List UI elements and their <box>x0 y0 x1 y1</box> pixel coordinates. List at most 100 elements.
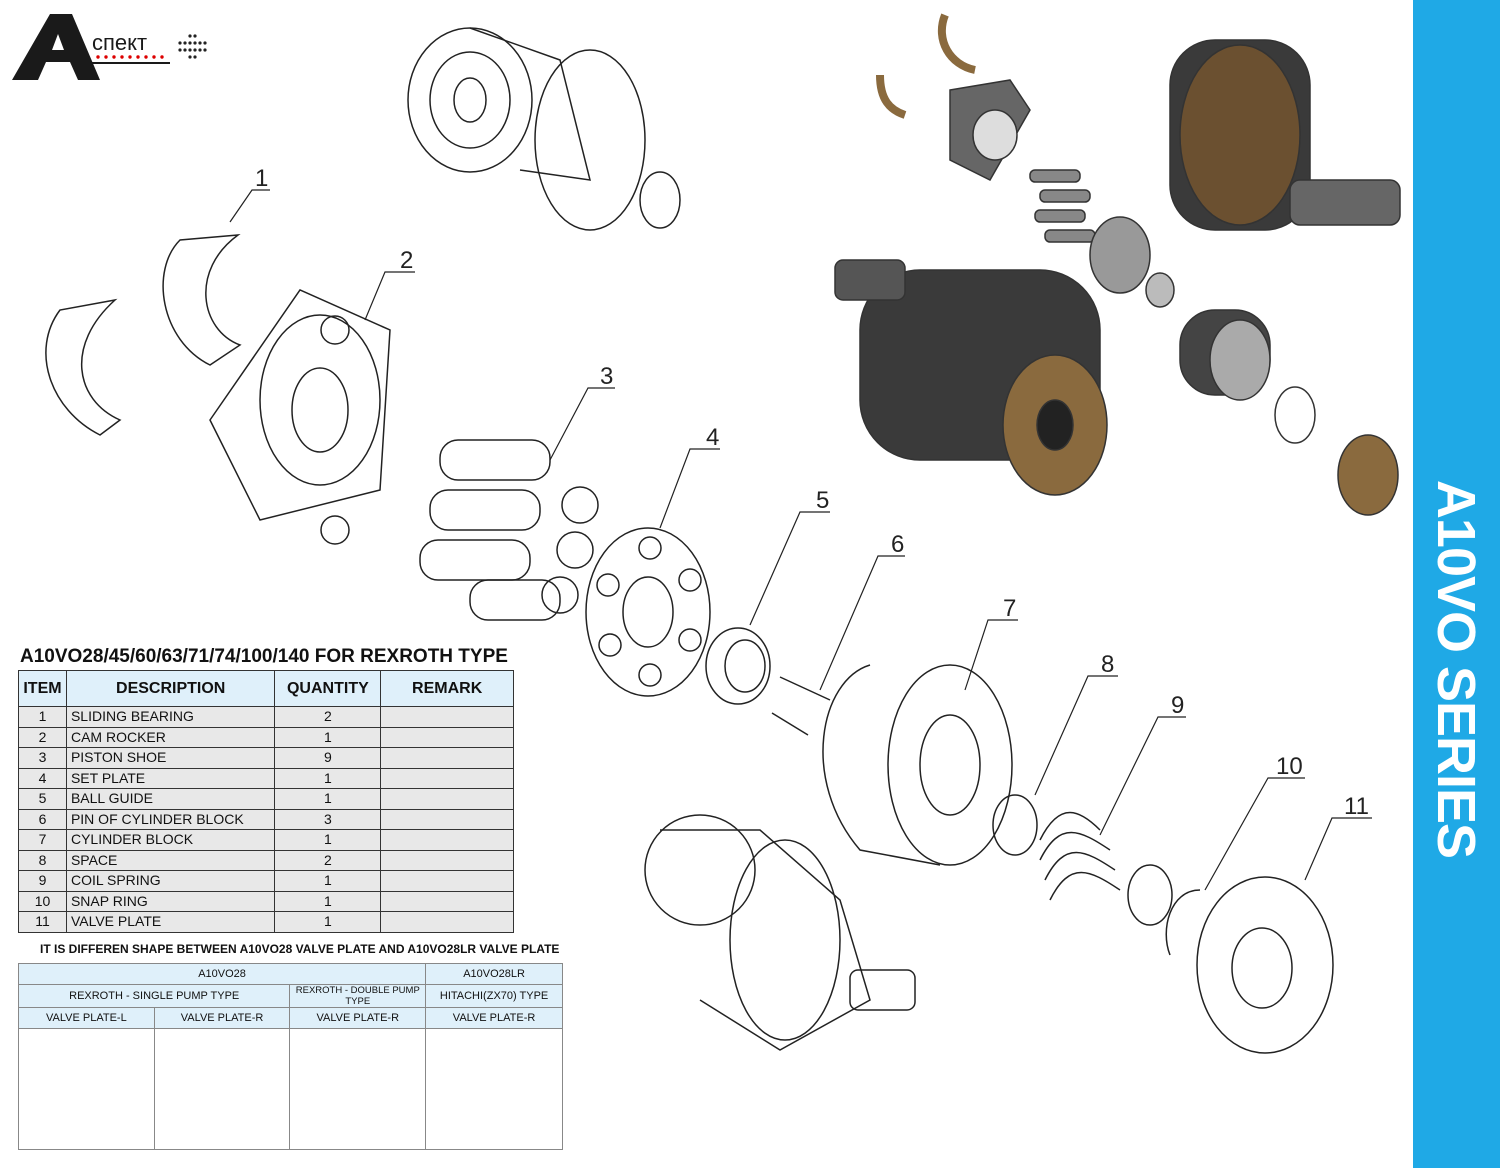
cell-description: SPACE <box>65 849 276 871</box>
series-title: A10VO SERIES <box>1413 0 1500 1168</box>
sliding-bearing-drawing <box>45 234 242 436</box>
cell-remark <box>380 849 514 871</box>
leader-lines <box>229 189 1372 891</box>
callout-11: 11 <box>1344 793 1369 820</box>
plate-label: VALVE PLATE-R <box>289 1007 427 1029</box>
pump-assembly-bottom-drawing <box>644 814 916 1051</box>
callout-1: 1 <box>255 165 269 192</box>
plate-label: VALVE PLATE-R <box>425 1007 563 1029</box>
cell-quantity: 3 <box>274 808 382 830</box>
cell-quantity: 9 <box>274 747 382 769</box>
cell-description: CYLINDER BLOCK <box>65 829 276 851</box>
plate-label: VALVE PLATE-R <box>153 1007 291 1029</box>
callout-10: 10 <box>1276 753 1303 780</box>
cell-remark <box>380 829 514 851</box>
header-item: ITEM <box>18 670 67 707</box>
plate-label: VALVE PLATE-L <box>18 1007 155 1029</box>
cell-item: 11 <box>18 911 67 933</box>
cell-remark <box>380 808 514 830</box>
callout-2: 2 <box>400 247 414 274</box>
cell-quantity: 1 <box>274 829 382 851</box>
pump-assembly-top-drawing <box>407 27 681 231</box>
cell-description: SNAP RING <box>65 890 276 912</box>
series-sidebar <box>1413 0 1500 1168</box>
cylinder-block-drawing <box>822 664 1013 866</box>
set-plate-drawing <box>585 527 711 697</box>
cell-remark <box>380 767 514 789</box>
cell-item: 7 <box>18 829 67 851</box>
parts-table-title: A10VO28/45/60/63/71/74/100/140 FOR REXRO… <box>20 646 508 667</box>
callout-9: 9 <box>1171 692 1185 719</box>
callout-4: 4 <box>706 424 720 451</box>
cell-item: 10 <box>18 890 67 912</box>
cell-remark <box>380 911 514 933</box>
header-remark: REMARK <box>380 670 514 707</box>
cell-description: PIN OF CYLINDER BLOCK <box>65 808 276 830</box>
spacers-spring-drawing <box>992 794 1201 956</box>
valve-plate-note: IT IS DIFFEREN SHAPE BETWEEN A10VO28 VAL… <box>40 942 560 956</box>
cell-description: PISTON SHOE <box>65 747 276 769</box>
plate-image <box>425 1028 563 1150</box>
cell-item: 8 <box>18 849 67 871</box>
cell-description: SLIDING BEARING <box>65 706 276 728</box>
type-double: REXROTH - DOUBLE PUMP TYPE <box>289 984 427 1008</box>
cell-item: 2 <box>18 726 67 748</box>
ball-guide-drawing <box>705 627 771 705</box>
cell-quantity: 1 <box>274 767 382 789</box>
aspekt-logo: спект <box>12 14 207 80</box>
type-hitachi: HITACHI(ZX70) TYPE <box>425 984 563 1008</box>
cell-description: CAM ROCKER <box>65 726 276 748</box>
header-description: DESCRIPTION <box>65 670 276 707</box>
cell-remark <box>380 706 514 728</box>
cell-item: 5 <box>18 788 67 810</box>
logo-text: спект <box>92 30 147 55</box>
cell-remark <box>380 890 514 912</box>
callout-7: 7 <box>1003 595 1017 622</box>
type-single: REXROTH - SINGLE PUMP TYPE <box>17 984 291 1008</box>
cell-remark <box>380 870 514 892</box>
series-title-text: A10VO SERIES <box>1426 479 1487 859</box>
cell-description: BALL GUIDE <box>65 788 276 810</box>
cell-quantity: 1 <box>274 890 382 912</box>
plate-image <box>18 1028 155 1150</box>
cell-item: 3 <box>18 747 67 769</box>
callout-5: 5 <box>816 487 830 514</box>
cell-quantity: 2 <box>274 706 382 728</box>
cell-description: SET PLATE <box>65 767 276 789</box>
cell-quantity: 1 <box>274 788 382 810</box>
header-quantity: QUANTITY <box>274 670 382 707</box>
parts-table-header: ITEM DESCRIPTION QUANTITY REMARK <box>18 670 514 707</box>
cell-remark <box>380 726 514 748</box>
rendered-parts-3d <box>834 13 1401 516</box>
valve-plate-drawing <box>1196 876 1334 1054</box>
cell-quantity: 1 <box>274 911 382 933</box>
cam-rocker-drawing <box>209 289 391 545</box>
cell-quantity: 1 <box>274 726 382 748</box>
model-a10vo28: A10VO28 <box>17 963 427 985</box>
piston-shoes-drawing <box>419 439 599 621</box>
plate-image <box>153 1028 291 1150</box>
cell-quantity: 1 <box>274 870 382 892</box>
cell-remark <box>380 788 514 810</box>
callout-3: 3 <box>600 363 614 390</box>
cell-quantity: 2 <box>274 849 382 871</box>
cell-item: 4 <box>18 767 67 789</box>
cell-item: 6 <box>18 808 67 830</box>
model-a10vo28lr: A10VO28LR <box>425 963 563 985</box>
cell-description: COIL SPRING <box>65 870 276 892</box>
callout-6: 6 <box>891 531 905 558</box>
cell-description: VALVE PLATE <box>65 911 276 933</box>
pins-drawing <box>771 676 831 736</box>
